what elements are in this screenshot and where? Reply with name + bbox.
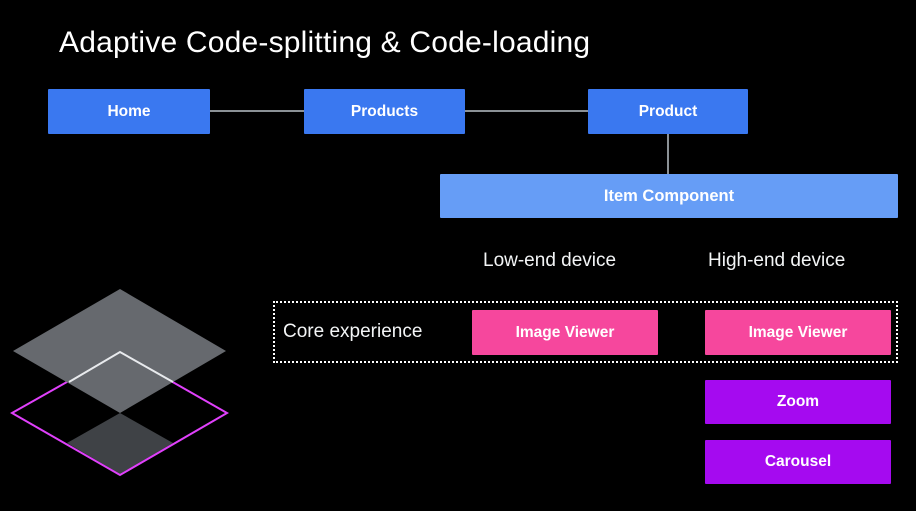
route-node-home: Home — [48, 89, 210, 134]
layer-highlight-chevron — [68, 350, 174, 383]
item-component-label: Item Component — [603, 186, 735, 205]
connector-product-item-component — [667, 134, 669, 174]
image-viewer-low-box: Image Viewer — [472, 310, 658, 355]
carousel-module-label: Carousel — [764, 453, 832, 470]
item-component-box: Item Component — [440, 174, 898, 218]
high-end-device-label: High-end device — [708, 250, 846, 271]
connector-products-product — [465, 110, 588, 112]
route-node-products-label: Products — [350, 102, 419, 120]
image-viewer-high-box: Image Viewer — [705, 310, 891, 355]
layers-graphic — [9, 289, 230, 477]
route-node-home-label: Home — [107, 102, 151, 120]
low-end-device-label: Low-end device — [483, 250, 617, 271]
connector-home-products — [210, 110, 304, 112]
route-node-products: Products — [304, 89, 465, 134]
carousel-module-box: Carousel — [705, 440, 891, 484]
layer-bottom-diamond — [67, 413, 173, 474]
image-viewer-high-label: Image Viewer — [748, 323, 848, 341]
slide-title: Adaptive Code-splitting & Code-loading — [59, 26, 591, 59]
core-experience-label: Core experience — [283, 321, 423, 342]
layer-outline-diamond — [9, 350, 230, 477]
route-node-product: Product — [588, 89, 748, 134]
route-node-product-label: Product — [638, 102, 698, 120]
image-viewer-low-label: Image Viewer — [515, 323, 615, 341]
zoom-module-label: Zoom — [776, 393, 820, 410]
core-experience-box: Core experience Image Viewer Image Viewe… — [273, 301, 898, 363]
zoom-module-box: Zoom — [705, 380, 891, 424]
